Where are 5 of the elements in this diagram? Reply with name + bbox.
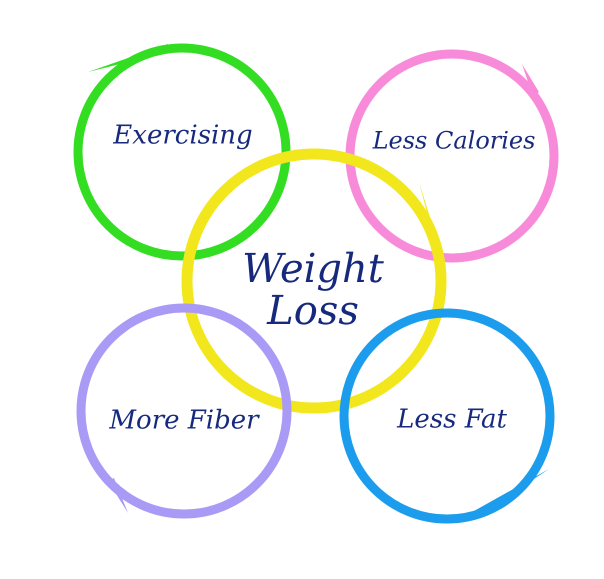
- circle-label: Weight Loss: [241, 248, 385, 332]
- circle-label: More Fiber: [109, 407, 259, 435]
- circle-label: Exercising: [113, 122, 253, 150]
- circle-label: Less Fat: [397, 406, 507, 434]
- circle-label: Less Calories: [372, 128, 536, 154]
